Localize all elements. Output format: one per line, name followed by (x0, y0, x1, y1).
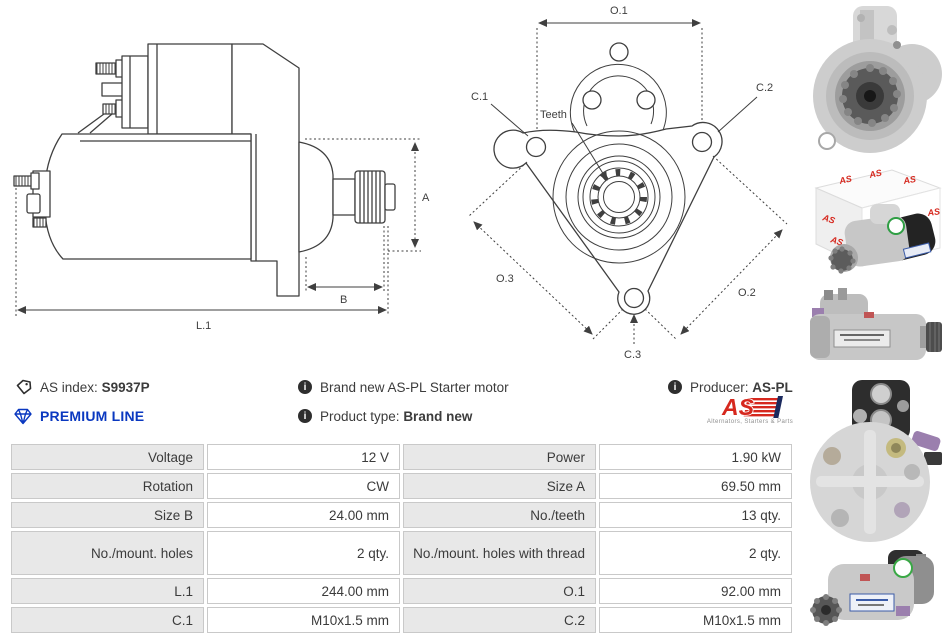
product-photo-side[interactable] (800, 288, 946, 374)
teeth-label: Teeth (540, 109, 567, 121)
dim-o3-label: O.3 (496, 273, 514, 285)
product-photo-rear[interactable] (800, 376, 946, 544)
svg-text:AS: AS (828, 234, 844, 248)
svg-text:AS: AS (867, 168, 882, 181)
spec-label: C.2 (403, 607, 596, 633)
svg-text:AS: AS (721, 396, 755, 418)
table-row: C.1 M10x1.5 mm C.2 M10x1.5 mm (11, 607, 792, 633)
starter-front-photo (813, 6, 942, 153)
product-photo-box[interactable]: AS AS AS AS AS AS AS AS (800, 158, 946, 288)
diamond-icon (14, 408, 32, 424)
brand-new-line: i Brand new AS-PL Starter motor (298, 377, 509, 397)
tag-icon (16, 379, 32, 395)
spec-value: M10x1.5 mm (599, 607, 792, 633)
dim-c3-label: C.3 (624, 349, 641, 361)
dim-c1-label: C.1 (471, 91, 488, 103)
product-photo-angled[interactable] (800, 546, 946, 636)
dim-a-label: A (422, 192, 430, 204)
side-view-drawing-svg: A B L.1 (13, 43, 430, 332)
spec-label: No./mount. holes (11, 531, 204, 575)
table-row: Size B 24.00 mm No./teeth 13 qty. (11, 502, 792, 528)
dim-o2-label: O.2 (738, 287, 756, 299)
side-view-drawing: A B L.1 (0, 0, 430, 362)
dim-l1-label: L.1 (196, 320, 211, 332)
as-index-text: AS index: S9937P (40, 379, 150, 395)
spec-label: Size A (403, 473, 596, 499)
dim-b-label: B (340, 294, 347, 306)
spec-value: 12 V (207, 444, 400, 470)
product-photo-front[interactable] (800, 0, 946, 156)
spec-label: No./mount. holes with thread (403, 531, 596, 575)
info-icon: i (668, 380, 682, 394)
producer-text: Producer: AS-PL (690, 379, 793, 395)
svg-text:AS: AS (902, 174, 917, 186)
svg-text:AS: AS (926, 206, 941, 218)
dim-o1-label: O.1 (610, 5, 628, 17)
packaging-box-photo: AS AS AS AS AS AS AS AS (814, 168, 942, 274)
as-pl-logo-subtext: Alternators, Starters & Parts (706, 419, 794, 425)
spec-label: Voltage (11, 444, 204, 470)
svg-text:AS: AS (837, 174, 852, 187)
table-row: No./mount. holes 2 qty. No./mount. holes… (11, 531, 792, 575)
product-type-line: i Product type: Brand new (298, 406, 472, 426)
starter-rear-photo (810, 380, 942, 542)
spec-value: 13 qty. (599, 502, 792, 528)
product-type-text: Product type: Brand new (320, 408, 473, 424)
spec-value: 244.00 mm (207, 578, 400, 604)
as-pl-logo-icon: AS (720, 396, 783, 418)
spec-value: 1.90 kW (599, 444, 792, 470)
info-icon: i (298, 380, 312, 394)
table-row: Voltage 12 V Power 1.90 kW (11, 444, 792, 470)
info-icon: i (298, 409, 312, 423)
spec-value: M10x1.5 mm (207, 607, 400, 633)
spec-table: Voltage 12 V Power 1.90 kW Rotation CW S… (8, 441, 795, 636)
spec-value: CW (207, 473, 400, 499)
premium-line-label: PREMIUM LINE (40, 408, 145, 424)
spec-value: 69.50 mm (599, 473, 792, 499)
brand-new-text: Brand new AS-PL Starter motor (320, 379, 509, 395)
starter-side-photo (810, 288, 942, 360)
spec-label: Rotation (11, 473, 204, 499)
spec-label: Size B (11, 502, 204, 528)
spec-label: C.1 (11, 607, 204, 633)
starter-angled-photo (810, 550, 934, 626)
producer-line: i Producer: AS-PL (668, 377, 793, 397)
dim-c2-label: C.2 (756, 82, 773, 94)
spec-value: 92.00 mm (599, 578, 792, 604)
spec-value: 2 qty. (599, 531, 792, 575)
spec-value: 2 qty. (207, 531, 400, 575)
svg-text:AS: AS (820, 212, 836, 226)
table-row: L.1 244.00 mm O.1 92.00 mm (11, 578, 792, 604)
table-row: Rotation CW Size A 69.50 mm (11, 473, 792, 499)
as-index-line: AS index: S9937P (16, 377, 150, 397)
spec-label: No./teeth (403, 502, 596, 528)
front-view-drawing-svg: O.1 C.1 (468, 5, 788, 361)
spec-label: L.1 (11, 578, 204, 604)
spec-value: 24.00 mm (207, 502, 400, 528)
spec-label: Power (403, 444, 596, 470)
as-pl-logo[interactable]: AS Alternators, Starters & Parts (702, 396, 798, 425)
front-view-drawing: O.1 C.1 (430, 0, 802, 362)
premium-line[interactable]: PREMIUM LINE (14, 406, 144, 426)
spec-label: O.1 (403, 578, 596, 604)
